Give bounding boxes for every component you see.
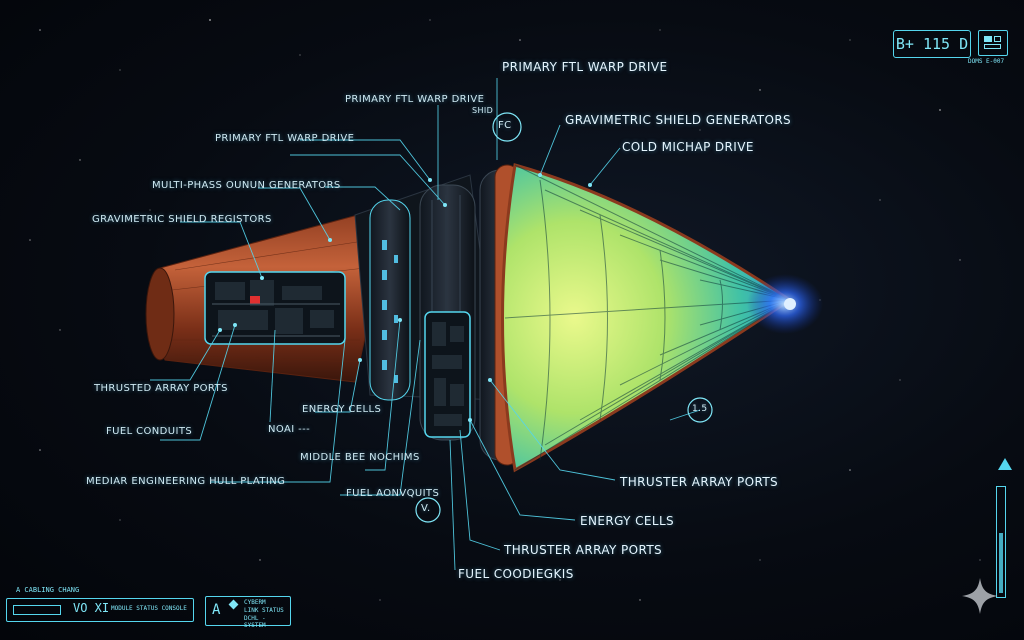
label-primary-ftl-warp-drive-left: PRIMARY FTL WARP DRIVE (215, 133, 355, 144)
link-glyph: A (212, 602, 221, 618)
label-primary-ftl-warp-drive-mid: PRIMARY FTL WARP DRIVE (345, 94, 485, 105)
readout-value: B+ 115 D (895, 35, 969, 53)
warning-icon (998, 458, 1012, 470)
label-1-5: 1.5 (692, 404, 708, 414)
label-thrusted-array-ports: THRUSTED ARRAY PORTS (94, 383, 228, 394)
link-line-3: DCHL - SYSTEM (244, 615, 266, 629)
label-energy-cells-right: ENERGY CELLS (580, 514, 675, 528)
mid-section (354, 164, 521, 466)
callout-dots (218, 173, 592, 422)
label-shd: SHID (472, 106, 494, 115)
forward-shield-dome (501, 163, 823, 473)
callout-lines (150, 78, 701, 571)
label-gravimetric-shield-generators: GRAVIMETRIC SHIELD GENERATORS (565, 113, 792, 127)
label-thruster-array-ports-bottom: THRUSTER ARRAY PORTS (504, 543, 663, 557)
vertical-gauge (996, 486, 1006, 598)
link-line-2: LINK STATUS (244, 607, 284, 614)
label-fuel-coodiegkis: FUEL COODIEGKIS (458, 567, 574, 581)
label-mediar-engineering-hull-plating: MEDIAR ENGINEERING HULL PLATING (86, 476, 286, 487)
label-multi-phase-generators: MULTI-PHASS OUNUN GENERATORS (152, 180, 341, 191)
console-bar (13, 605, 61, 615)
label-vz: V. (421, 503, 431, 514)
readout-box: B+ 115 D (893, 30, 971, 58)
diamond-icon (228, 599, 239, 610)
link-status-panel: A CYBERM LINK STATUS DCHL - SYSTEM (205, 596, 291, 629)
grid-icon[interactable] (978, 30, 1008, 56)
label-energy-cells-left: ENERGY CELLS (302, 404, 382, 415)
label-primary-ftl-warp-drive-top: PRIMARY FTL WARP DRIVE (502, 60, 668, 74)
label-middle-bee-nochims: MIDDLE BEE NOCHIMS (300, 452, 420, 463)
console-panel: VO XI MODULE STATUS CONSOLE (6, 598, 194, 622)
label-fc: FC (498, 120, 512, 131)
starfield (29, 19, 981, 601)
console-value: VO XI (73, 601, 110, 615)
label-noai: NOAI --- (268, 424, 311, 435)
console-sub: MODULE STATUS CONSOLE (111, 605, 187, 612)
label-gravimetric-shield-registors: GRAVIMETRIC SHIELD REGISTORS (92, 214, 272, 225)
label-fuel-conduits: FUEL CONDUITS (106, 426, 193, 437)
label-cold-michap-drive: COLD MICHAP DRIVE (622, 140, 754, 154)
link-line-1: CYBERM (244, 599, 266, 606)
label-thruster-array-ports-right: THRUSTER ARRAY PORTS (620, 475, 779, 489)
console-title: A CABLING CHANG (16, 586, 80, 594)
readout-sub: DOMS E-007 (968, 58, 1005, 65)
sparkle-icon (962, 578, 998, 614)
label-fuel-aonvquits: FUEL AONVQUITS (346, 488, 440, 499)
